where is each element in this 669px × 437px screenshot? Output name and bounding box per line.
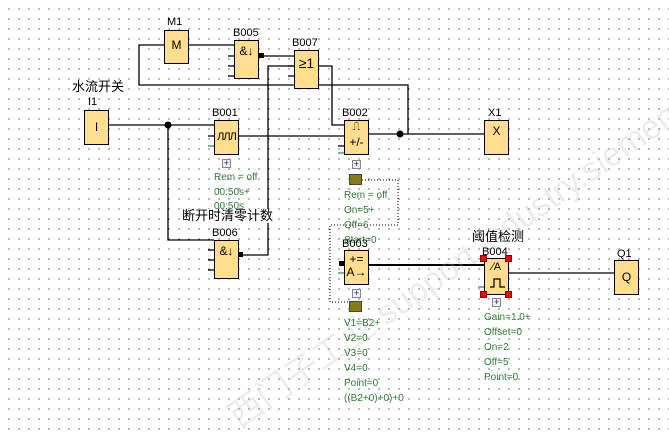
block-b002[interactable]: ⎍ +/- [344, 120, 369, 155]
output-symbol: Q [621, 270, 632, 284]
comment-note-icon[interactable] [349, 301, 362, 312]
wire-b007-b002 [318, 65, 344, 126]
param-b003-v2: V2=0 [344, 333, 368, 344]
edge-icon: ⎍ [352, 121, 361, 133]
selection-handle[interactable] [480, 255, 487, 262]
math-plus-equals-symbol: += [349, 252, 364, 266]
flag-symbol: M [171, 38, 182, 52]
param-b001-off: 00:50s [214, 201, 245, 212]
param-b001-on: 00:50s+ [214, 187, 250, 198]
block-m1[interactable]: M [164, 30, 189, 64]
output-connector [238, 252, 243, 257]
block-b007[interactable]: ≥1 [294, 50, 319, 89]
up-down-counter-symbol: +/- [349, 135, 364, 149]
comment-reset-count: 断开时清零计数 [182, 208, 274, 223]
comment-water-switch: 水流开关 [72, 79, 125, 94]
block-label-b001: B001 [212, 107, 238, 119]
comment-note-icon[interactable] [349, 174, 362, 185]
or-symbol: ≥1 [298, 55, 315, 71]
param-b004-offset: Offset=0 [484, 327, 522, 338]
block-label-m1: M1 [167, 16, 183, 28]
selection-handle[interactable] [505, 291, 512, 298]
nand-edge-symbol: &↓ [239, 44, 254, 58]
comment-threshold: 阈值检测 [472, 229, 525, 244]
param-b004-point: Point=0 [484, 372, 519, 383]
param-b003-v3: V3=0 [344, 348, 368, 359]
output-connector [259, 53, 264, 58]
wiring-layer [108, 44, 614, 303]
selection-handle[interactable] [505, 255, 512, 262]
param-b004-off: Off=5 [484, 357, 509, 368]
junction-dot [396, 130, 404, 138]
param-b002-off: Off=6 [344, 220, 369, 231]
block-label-b003: B003 [342, 238, 368, 250]
block-label-b002: B002 [342, 107, 368, 119]
expand-button[interactable]: + [222, 158, 231, 168]
expand-button[interactable]: + [352, 159, 361, 169]
junction-dot [164, 121, 172, 129]
param-b003-formula: ((B2+0)+0)+0 [344, 393, 404, 404]
open-connector-symbol: X [492, 124, 501, 138]
wire-m1-loop [138, 44, 409, 134]
wire-b006-b007 [240, 65, 294, 256]
block-x1[interactable]: X [484, 120, 509, 155]
block-label-i1: I1 [88, 96, 98, 108]
expand-button[interactable]: + [352, 288, 361, 298]
block-label-b004: B004 [482, 246, 508, 258]
analog-math-symbol: A→ [346, 265, 367, 279]
block-i1[interactable]: I [84, 110, 109, 145]
pulse-icon [490, 278, 505, 288]
param-b002-on: On=5+ [344, 205, 375, 216]
param-b001-rem: Rem = off [214, 172, 258, 183]
expand-button[interactable]: + [492, 297, 501, 307]
block-b003[interactable]: += A→ [344, 250, 369, 285]
selection-handle[interactable] [480, 291, 487, 298]
pulse-generator-icon: ЛЛЛ [217, 131, 237, 143]
param-b003-v4: V4=0 [344, 363, 368, 374]
nand-edge-symbol: &↓ [219, 244, 234, 258]
param-b004-on: On=2 [484, 342, 509, 353]
block-label-b007: B007 [292, 37, 318, 49]
block-b005[interactable]: &↓ [234, 40, 259, 79]
param-b002-rem: Rem = off [344, 190, 388, 201]
block-label-b005: B005 [233, 27, 259, 39]
input-connector [339, 261, 344, 266]
param-b002-start: Start=0 [344, 235, 377, 246]
analog-threshold-symbol: ⁄A [491, 261, 502, 273]
param-b003-v1: V1=B2+ [344, 318, 381, 329]
param-b004-gain: Gain=1.0+ [484, 312, 531, 323]
block-label-q1: Q1 [617, 248, 632, 260]
block-q1[interactable]: Q [614, 260, 639, 295]
block-b004[interactable]: ⁄A [484, 258, 509, 295]
param-b003-point: Point=0 [344, 378, 379, 389]
block-label-x1: X1 [488, 107, 502, 119]
block-label-b006: B006 [212, 227, 238, 239]
block-b006[interactable]: &↓ [214, 240, 239, 279]
block-b001[interactable]: ЛЛЛ [214, 120, 239, 155]
wire-i1-b006 [167, 125, 214, 241]
input-symbol: I [94, 120, 99, 134]
